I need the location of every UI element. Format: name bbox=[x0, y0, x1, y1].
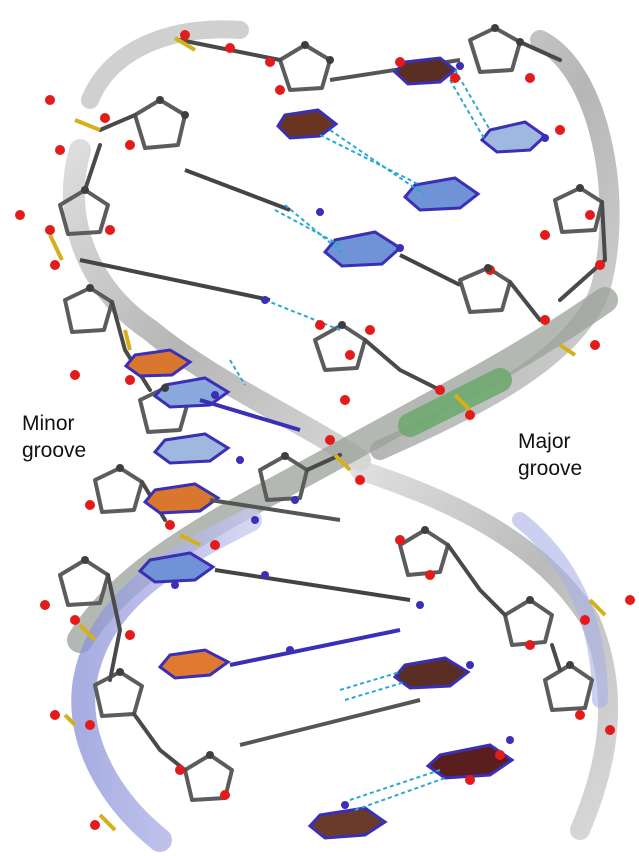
sugar-ring bbox=[63, 286, 114, 334]
base-blue bbox=[402, 176, 481, 212]
nitrogen-atoms bbox=[171, 62, 549, 809]
base-orange bbox=[157, 648, 231, 680]
carbon-atoms bbox=[81, 24, 584, 759]
major-groove-line-2: groove bbox=[518, 457, 583, 480]
sugar-ring bbox=[313, 323, 367, 372]
sugar-ring bbox=[503, 598, 554, 647]
sugar-ring bbox=[553, 186, 604, 234]
sugar-ring bbox=[468, 26, 522, 74]
major-groove-line-1: Major bbox=[518, 430, 571, 453]
sugar-ring bbox=[93, 466, 144, 514]
sugar-ring bbox=[278, 43, 332, 92]
minor-groove-line-2: groove bbox=[22, 439, 87, 462]
backbone-bonds bbox=[83, 38, 608, 772]
ribbon-top-arc bbox=[81, 20, 249, 109]
base-brown bbox=[392, 56, 458, 86]
base-brown bbox=[392, 656, 471, 690]
hydrogen-bonds bbox=[229, 69, 491, 811]
sugar-ring bbox=[183, 753, 234, 802]
ribbon-left-upper bbox=[62, 139, 371, 471]
sugar-ring bbox=[58, 188, 110, 236]
oxygen-atoms bbox=[15, 30, 635, 830]
base-lightblue bbox=[479, 120, 548, 154]
base-orange bbox=[142, 482, 221, 515]
base-brown bbox=[276, 108, 339, 140]
sugar-ring bbox=[58, 558, 110, 607]
base-brown bbox=[425, 743, 515, 780]
sugar-ring bbox=[398, 528, 450, 577]
phosphate-groups bbox=[48, 36, 607, 832]
sugar-rings bbox=[58, 26, 604, 802]
base-brown bbox=[307, 806, 388, 840]
base-orange bbox=[123, 348, 193, 378]
ribbon-lower-right-blue bbox=[512, 512, 608, 708]
base-pairs bbox=[79, 56, 548, 840]
sugar-ring bbox=[458, 266, 512, 314]
base-blue bbox=[137, 551, 216, 584]
sugar-ring bbox=[543, 663, 594, 712]
minor-groove-label: Minor groove bbox=[22, 410, 86, 464]
major-groove-label: Major groove bbox=[518, 428, 582, 482]
base-blue bbox=[322, 230, 403, 268]
sugar-ring bbox=[133, 98, 187, 150]
ribbon-green-segment bbox=[398, 368, 512, 437]
sugar-ring bbox=[258, 454, 309, 502]
minor-groove-line-1: Minor bbox=[22, 412, 75, 435]
base-blue bbox=[152, 432, 231, 465]
sugar-ring bbox=[93, 670, 144, 718]
